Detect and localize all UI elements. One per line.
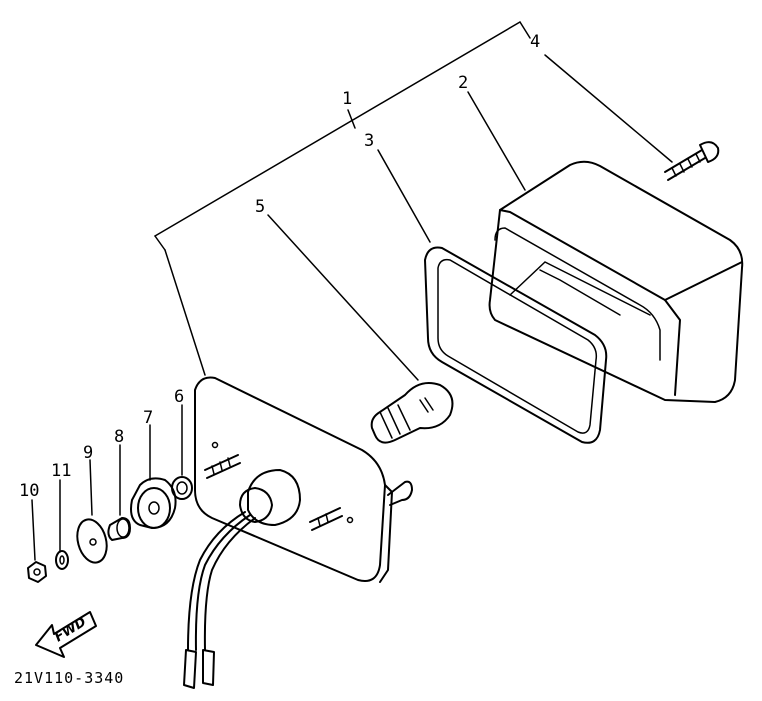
diagram-code: 21V110-3340 <box>14 669 124 687</box>
callout-5: 5 <box>255 197 265 217</box>
callout-6: 6 <box>174 387 184 407</box>
callout-4: 4 <box>530 32 540 52</box>
part-bolt <box>664 141 720 181</box>
callout-8: 8 <box>114 427 124 447</box>
callout-3: 3 <box>364 131 374 151</box>
callout-9: 9 <box>83 443 93 463</box>
part-lens-housing <box>488 160 744 403</box>
part-grommet-7 <box>130 477 177 529</box>
part-bulb <box>370 382 454 444</box>
part-collar-8 <box>107 517 131 541</box>
callout-1: 1 <box>342 89 352 109</box>
part-nut-10 <box>27 561 47 583</box>
part-plate-washer-9 <box>76 518 108 564</box>
part-base-plate <box>183 376 413 689</box>
part-gasket <box>424 246 608 444</box>
callout-11: 11 <box>51 461 71 481</box>
callout-labels: 1 2 3 4 5 6 7 8 9 10 11 <box>19 32 540 501</box>
callout-2: 2 <box>458 73 468 93</box>
part-lock-washer-11 <box>55 550 69 570</box>
callout-7: 7 <box>143 408 153 428</box>
callout-10: 10 <box>19 481 39 501</box>
fwd-arrow: FWD <box>35 611 97 658</box>
leader-lines <box>31 21 673 561</box>
